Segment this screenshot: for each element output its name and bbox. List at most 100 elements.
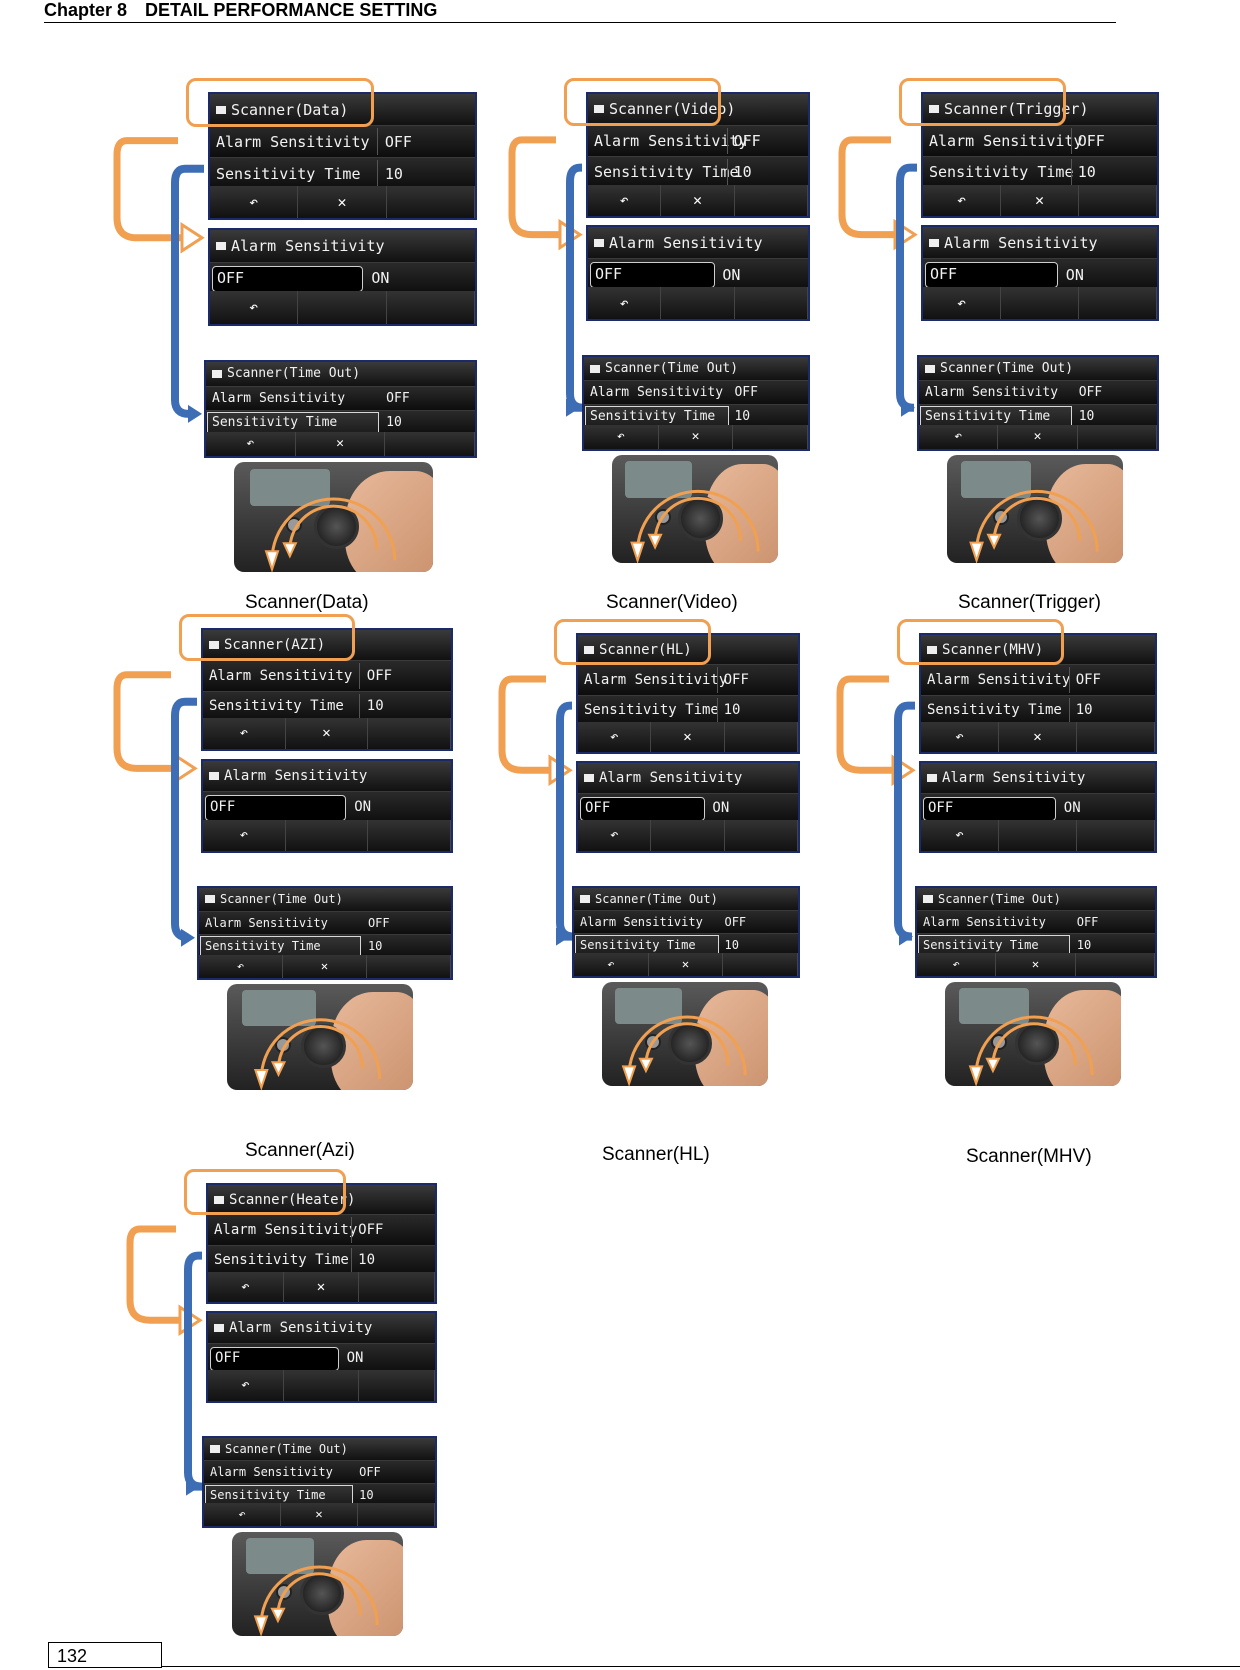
on-option: ON — [722, 265, 741, 284]
row-divider — [1068, 667, 1070, 693]
sensitivity-time-value: 10 — [358, 1252, 375, 1269]
back-button[interactable]: ↶ — [208, 1370, 284, 1401]
close-button[interactable]: ✕ — [649, 953, 724, 976]
sensitivity-time-value: 10 — [733, 163, 752, 182]
sensitivity-time-label: Sensitivity Time — [216, 164, 361, 183]
device-photo — [227, 984, 413, 1090]
off-option[interactable]: OFF — [205, 795, 347, 821]
close-button[interactable]: ✕ — [1001, 184, 1079, 216]
back-button[interactable]: ↶ — [578, 820, 652, 851]
flag-icon — [210, 1445, 220, 1453]
panel-title-row: Scanner(Time Out) — [574, 888, 798, 911]
back-button[interactable]: ↶ — [208, 1271, 284, 1302]
title-highlight — [186, 78, 374, 127]
back-button[interactable]: ↶ — [921, 820, 999, 851]
empty-button — [387, 186, 475, 218]
back-button[interactable]: ↶ — [588, 184, 662, 216]
panel-title-row: Scanner(Time Out) — [919, 357, 1157, 381]
empty-button — [723, 953, 798, 976]
close-button[interactable]: ✕ — [281, 1503, 358, 1526]
empty-button — [661, 287, 735, 319]
back-button[interactable]: ↶ — [206, 431, 296, 456]
back-button[interactable]: ↶ — [923, 184, 1001, 216]
panel-button-row: ↶ — [210, 291, 475, 324]
back-button[interactable]: ↶ — [199, 954, 283, 978]
title-highlight — [897, 619, 1064, 665]
close-button[interactable]: ✕ — [651, 721, 725, 752]
row-divider — [726, 159, 728, 186]
back-button[interactable]: ↶ — [917, 953, 997, 976]
back-button[interactable]: ↶ — [210, 186, 299, 218]
flow-arrows — [836, 675, 916, 946]
device-photo — [612, 455, 778, 563]
close-button[interactable]: ✕ — [283, 954, 367, 978]
sensitivity-time-label: Sensitivity Time — [584, 702, 719, 719]
back-button[interactable]: ↶ — [203, 819, 286, 851]
back-button[interactable]: ↶ — [588, 287, 662, 319]
flag-icon — [584, 645, 594, 654]
back-button[interactable]: ↶ — [923, 287, 1001, 319]
panel-button-row: ↶ — [923, 287, 1157, 319]
chapter-title: DETAIL PERFORMANCE SETTING — [145, 0, 438, 20]
panel-button-row: ↶✕ — [199, 954, 451, 978]
row-divider — [376, 160, 378, 187]
close-button[interactable]: ✕ — [998, 425, 1078, 449]
off-option[interactable]: OFF — [580, 796, 706, 822]
close-button[interactable]: ✕ — [284, 1271, 360, 1302]
off-option[interactable]: OFF — [923, 796, 1057, 822]
alarm-sensitivity-value: OFF — [359, 1465, 381, 1479]
flag-icon — [594, 238, 604, 247]
close-button[interactable]: ✕ — [659, 425, 734, 449]
empty-button — [387, 291, 475, 324]
close-button[interactable]: ✕ — [661, 184, 735, 216]
close-button[interactable]: ✕ — [298, 186, 387, 218]
figure-caption: Scanner(Trigger) — [958, 592, 1101, 613]
back-button[interactable]: ↶ — [578, 721, 652, 752]
back-button[interactable]: ↶ — [919, 425, 999, 449]
flag-icon — [216, 241, 226, 250]
close-button[interactable]: ✕ — [999, 721, 1077, 752]
back-button[interactable]: ↶ — [204, 1503, 281, 1526]
back-button[interactable]: ↶ — [203, 718, 286, 749]
close-button[interactable]: ✕ — [286, 718, 369, 749]
figure-caption: Scanner(MHV) — [966, 1146, 1092, 1167]
panel-title-row: Alarm Sensitivity — [923, 227, 1157, 259]
back-button[interactable]: ↶ — [584, 425, 659, 449]
close-button[interactable]: ✕ — [296, 431, 386, 456]
row-divider — [1070, 127, 1072, 154]
off-option[interactable]: OFF — [210, 1346, 340, 1372]
off-option[interactable]: OFF — [590, 262, 716, 288]
alarm-sensitivity-value: OFF — [366, 667, 393, 684]
back-button[interactable]: ↶ — [574, 953, 649, 976]
back-button[interactable]: ↶ — [210, 291, 299, 324]
off-option[interactable]: OFF — [212, 265, 363, 293]
close-button[interactable]: ✕ — [996, 953, 1076, 976]
back-button[interactable]: ↶ — [921, 721, 999, 752]
off-option[interactable]: OFF — [925, 262, 1059, 288]
